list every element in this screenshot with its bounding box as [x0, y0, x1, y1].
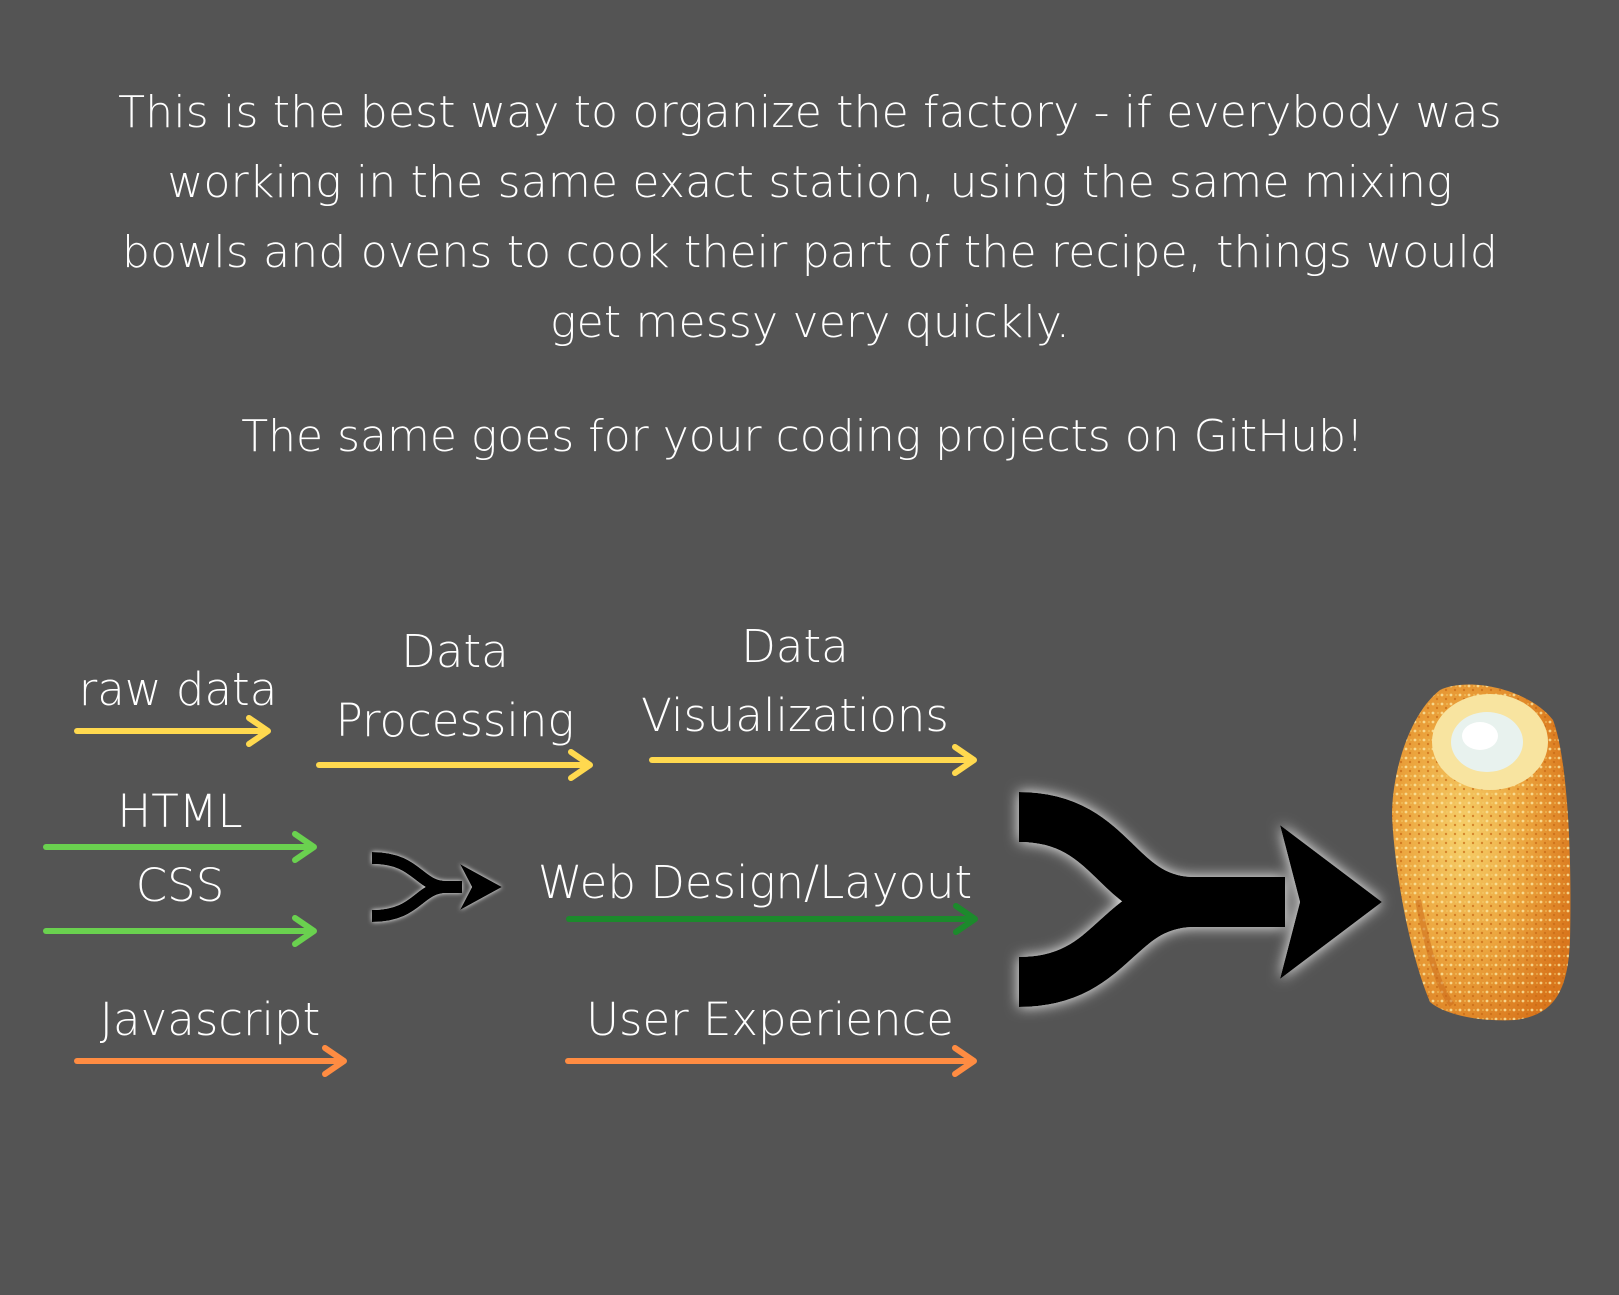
- arrow-css: [43, 915, 317, 947]
- snack-cake-image: [1392, 684, 1571, 1021]
- arrow-data-processing: [316, 749, 593, 781]
- label-html: HTML: [117, 785, 243, 838]
- arrow-javascript: [74, 1045, 347, 1077]
- arrow-data-visualizations: [649, 744, 977, 776]
- intro-paragraph: This is the best way to organize the fac…: [118, 87, 1502, 348]
- label-css: CSS: [135, 859, 225, 912]
- arrow-user-experience: [565, 1045, 977, 1077]
- merge-arrow-icon: [371, 852, 502, 922]
- arrow-web-design: [566, 903, 978, 935]
- arrow-raw-data: [74, 715, 271, 747]
- label-data-visualizations: Data Visualizations: [641, 620, 949, 742]
- label-raw-data: raw data: [78, 663, 278, 716]
- label-javascript: Javascript: [99, 993, 321, 1046]
- large-merge-arrow-icon: [1017, 792, 1382, 1007]
- label-data-processing: Data Processing: [335, 625, 575, 747]
- tagline: The same goes for your coding projects o…: [241, 411, 1364, 462]
- arrow-html: [43, 831, 317, 863]
- label-user-experience: User Experience: [586, 993, 954, 1046]
- label-web-design: Web Design/Layout: [537, 856, 973, 909]
